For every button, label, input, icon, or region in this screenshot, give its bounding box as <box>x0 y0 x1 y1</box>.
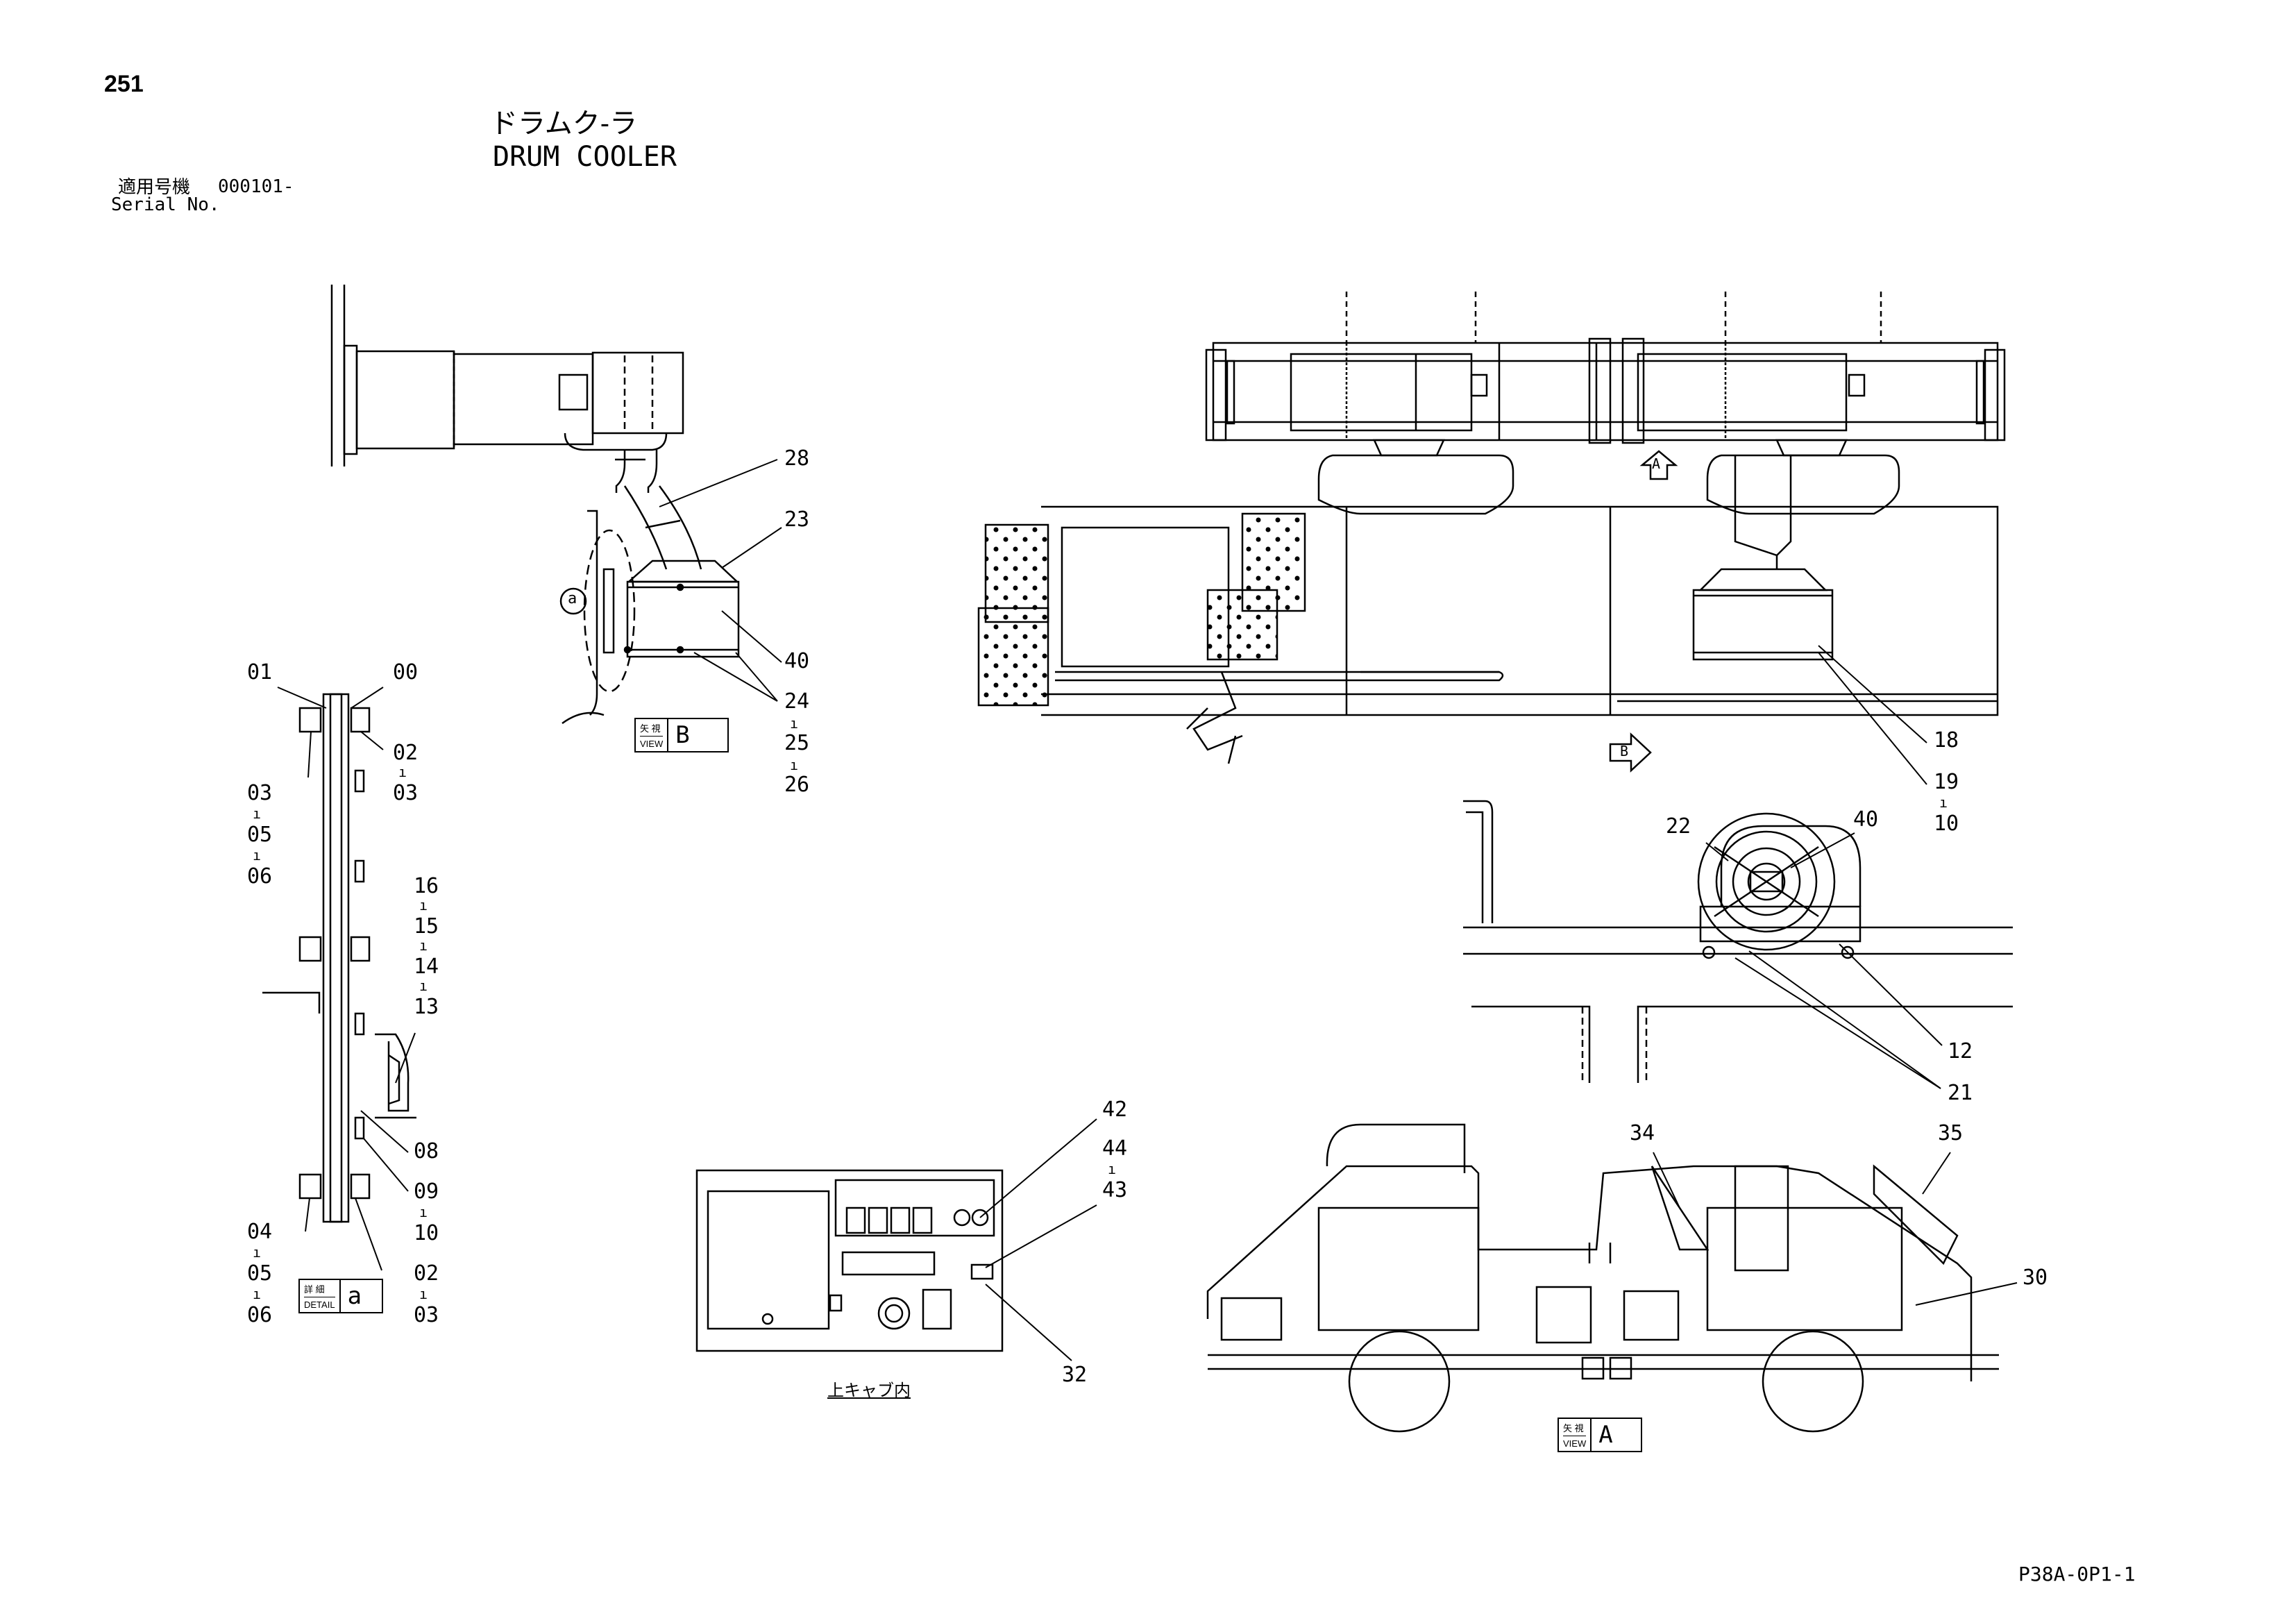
side-view-drawing <box>1463 800 2013 1083</box>
callout-22: 22 <box>1666 814 1691 839</box>
callout-01: 01 <box>247 660 273 684</box>
callout-08: 08 <box>414 1139 439 1163</box>
callout-21: 21 <box>1948 1081 1973 1105</box>
serial-label-japanese: 適用号機 <box>118 176 191 197</box>
callout-18: 18 <box>1934 728 1959 752</box>
view-a-top-drawing <box>977 292 2006 773</box>
callout-32: 32 <box>1062 1363 1088 1387</box>
callout-05-lower: 05 <box>247 1261 273 1286</box>
callout-05: 05 <box>247 823 273 847</box>
callout-dash-05: ı <box>253 847 262 864</box>
callout-23: 23 <box>784 507 810 532</box>
callout-03: 03 <box>393 781 419 805</box>
detail-a-letter: a <box>347 1282 362 1310</box>
view-a-vehicle-drawing <box>1206 1123 1999 1433</box>
callout-28: 28 <box>784 446 810 471</box>
callout-06: 06 <box>247 864 273 889</box>
callout-10-right: 10 <box>1934 812 1959 836</box>
view-b-label-jp: 矢 視 <box>640 721 664 737</box>
callout-dash-15: ı <box>419 937 428 954</box>
callout-26: 26 <box>784 773 810 797</box>
view-b-label-en: VIEW <box>640 739 664 749</box>
callout-dash-14: ı <box>419 977 428 994</box>
callout-04: 04 <box>247 1220 273 1244</box>
view-b-drawing <box>330 285 740 725</box>
callout-02-lower: 02 <box>414 1261 439 1286</box>
callout-40: 40 <box>784 649 810 673</box>
callout-03-left: 03 <box>247 781 273 805</box>
callout-43: 43 <box>1102 1178 1128 1202</box>
detail-a-label-en: DETAIL <box>304 1300 335 1310</box>
callout-40-right: 40 <box>1853 807 1879 832</box>
callout-16: 16 <box>414 874 439 898</box>
callout-dash-24: ı <box>790 715 799 732</box>
callout-14: 14 <box>414 955 439 979</box>
detail-a-label: 詳 細 DETAIL a <box>298 1279 383 1313</box>
callout-dash-09: ı <box>419 1204 428 1220</box>
callout-dash-02-lower: ı <box>419 1286 428 1302</box>
view-b-letter: B <box>675 721 690 749</box>
view-b-label: 矢 視 VIEW B <box>634 718 729 752</box>
callout-13: 13 <box>414 995 439 1019</box>
callout-dash-16: ı <box>419 897 428 914</box>
cab-interior-caption: 上キャブ内 <box>827 1381 911 1400</box>
callout-dash-19: ı <box>1939 794 1948 811</box>
callout-10: 10 <box>414 1221 439 1245</box>
view-a-label-en: VIEW <box>1563 1438 1587 1449</box>
callout-19: 19 <box>1934 770 1959 794</box>
cab-panel-drawing <box>695 1169 1004 1352</box>
serial-label-english: Serial No. <box>111 194 220 215</box>
callout-35: 35 <box>1938 1121 1964 1145</box>
page-number: 251 <box>104 71 144 97</box>
callout-42: 42 <box>1102 1098 1128 1122</box>
callout-dash-25: ı <box>790 757 799 773</box>
callout-15: 15 <box>414 914 439 939</box>
callout-03-lower: 03 <box>414 1303 439 1327</box>
detail-a-drawing <box>262 693 416 1223</box>
callout-44: 44 <box>1102 1136 1128 1161</box>
title-english: DRUM COOLER <box>493 141 677 173</box>
circle-a-marker: a <box>568 590 577 607</box>
arrow-b-marker: B <box>1620 743 1629 759</box>
callout-34: 34 <box>1630 1121 1655 1145</box>
view-a-letter: A <box>1598 1421 1613 1449</box>
callout-24: 24 <box>784 689 810 714</box>
callout-25: 25 <box>784 731 810 755</box>
leader-lines <box>277 459 2018 1361</box>
callout-dash-05-lower: ı <box>253 1286 262 1302</box>
view-a-label: 矢 視 VIEW A <box>1558 1418 1642 1452</box>
arrow-a-marker: A <box>1652 455 1661 472</box>
callout-06-lower: 06 <box>247 1303 273 1327</box>
callout-dash-02: ı <box>398 764 407 780</box>
callout-02: 02 <box>393 741 419 765</box>
callout-09: 09 <box>414 1179 439 1204</box>
callout-dash-44: ı <box>1108 1161 1117 1177</box>
sheet-code: P38A-0P1-1 <box>2018 1563 2136 1586</box>
detail-a-label-jp: 詳 細 <box>304 1282 335 1297</box>
callout-00: 00 <box>393 660 419 684</box>
callout-dash-03: ı <box>253 805 262 822</box>
view-a-label-jp: 矢 視 <box>1563 1421 1587 1436</box>
callout-12: 12 <box>1948 1039 1973 1063</box>
title-japanese: ドラムク-ラ <box>490 108 638 139</box>
callout-30: 30 <box>2023 1265 2048 1290</box>
callout-dash-04: ı <box>253 1244 262 1261</box>
serial-value: 000101- <box>218 176 294 197</box>
